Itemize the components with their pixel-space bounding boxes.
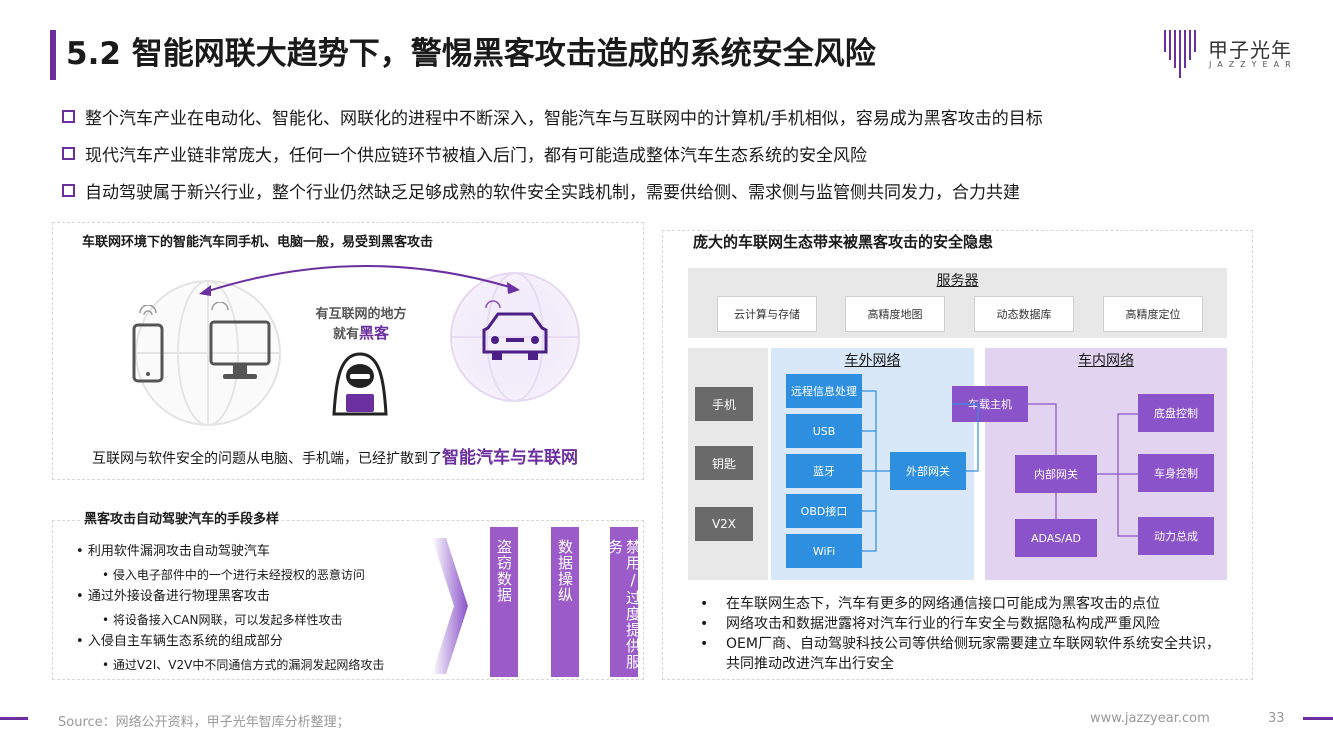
attack-outcome-column: 禁用/过度提供服务 (606, 527, 642, 677)
square-bullet-icon (62, 110, 75, 123)
external-gateway-node: 外部网关 (890, 452, 966, 490)
caption-text: 互联网与软件安全的问题从电脑、手机端，已经扩散到了 (92, 451, 442, 467)
bullet-item: 自动驾驶属于新兴行业，整个行业仍然缺乏足够成熟的软件安全实践机制，需要供给侧、需… (62, 172, 1043, 209)
bullet-text: 自动驾驶属于新兴行业，整个行业仍然缺乏足够成熟的软件安全实践机制，需要供给侧、需… (85, 183, 1020, 203)
external-interface-node: OBD接口 (786, 494, 862, 528)
item-main: 入侵自主车辆生态系统的组成部分 (87, 634, 283, 649)
website-url[interactable]: www.jazzyear.com (1090, 711, 1210, 726)
external-network-label: 车外网络 (844, 353, 901, 369)
server-item: 云计算与存储 (717, 296, 817, 332)
note-item: • 网络攻击和数据泄露将对汽车行业的行车安全与数据隐私构成严重风险 (700, 614, 1220, 634)
adas-node: ADAS/AD (1015, 519, 1097, 557)
server-item: 高精度地图 (845, 296, 945, 332)
server-item: 高精度定位 (1103, 296, 1203, 332)
globe-grid-icon (451, 272, 579, 402)
internal-gateway-node: 内部网关 (1015, 455, 1097, 493)
list-item: • 利用软件漏洞攻击自动驾驶汽车 (76, 544, 270, 559)
slogan-prefix: 就有 (332, 327, 359, 342)
item-main: 利用软件漏洞攻击自动驾驶汽车 (87, 544, 270, 559)
bullet-item: 现代汽车产业链非常庞大，任何一个供应链环节被植入后门，都有可能造成整体汽车生态系… (62, 135, 1043, 172)
attack-outcome-column: 数据操纵 (551, 527, 579, 677)
square-bullet-icon (62, 147, 75, 160)
bullet-dot: • (700, 636, 709, 652)
desktop-computer-icon (209, 302, 271, 379)
control-node: 动力总成 (1138, 517, 1214, 555)
external-interface-node: 蓝牙 (786, 454, 862, 488)
hacker-icon (332, 352, 388, 416)
external-interface-node: WiFi (786, 534, 862, 568)
caption-highlight: 智能汽车与车联网 (442, 448, 578, 468)
list-item: • 通过外接设备进行物理黑客攻击 (76, 589, 270, 604)
panel-title: 黑客攻击自动驾驶汽车的手段多样 (82, 508, 282, 527)
square-bullet-icon (62, 184, 75, 197)
footer-accent-right (1303, 717, 1333, 720)
car-icon (482, 300, 548, 360)
note-item: • OEM厂商、自动驾驶科技公司等供给侧玩家需要建立车联网软件系统安全共识，共同推… (700, 634, 1220, 674)
control-node: 底盘控制 (1138, 394, 1214, 432)
page-number: 33 (1268, 711, 1285, 726)
item-main: 通过外接设备进行物理黑客攻击 (87, 589, 270, 604)
list-subitem: • 将设备接入CAN网联，可以发起多样性攻击 (102, 612, 343, 627)
device-node: 手机 (695, 387, 753, 421)
server-item: 动态数据库 (974, 296, 1074, 332)
item-sub: 侵入电子部件中的一个进行未经授权的恶意访问 (112, 567, 365, 582)
server-label: 服务器 (936, 273, 979, 289)
item-sub: 将设备接入CAN网联，可以发起多样性攻击 (112, 612, 343, 627)
logo-subtitle: JAZZYEAR (1209, 60, 1297, 69)
page-title: 5.2 智能网联大趋势下，警惕黑客攻击造成的系统安全风险 (66, 36, 876, 72)
arc-arrow-icon (199, 265, 520, 296)
note-text: 在车联网生态下，汽车有更多的网络通信接口可能成为黑客攻击的点位 (726, 596, 1160, 612)
list-subitem: • 侵入电子部件中的一个进行未经授权的恶意访问 (102, 567, 365, 582)
slogan-highlight: 黑客 (359, 324, 390, 342)
external-interface-node: 远程信息处理 (786, 374, 862, 408)
globe-grid-icon (136, 280, 280, 426)
note-item: • 在车联网生态下，汽车有更多的网络通信接口可能成为黑客攻击的点位 (700, 594, 1220, 614)
list-subitem: • 通过V2I、V2V中不同通信方式的漏洞发起网络攻击 (102, 657, 385, 672)
network-connector-lines (862, 390, 1138, 552)
slogan-line-1: 有互联网的地方 (315, 307, 407, 322)
panel-ecosystem (662, 230, 1253, 680)
attack-method-list: • 利用软件漏洞攻击自动驾驶汽车 • 侵入电子部件中的一个进行未经授权的恶意访问… (76, 541, 384, 676)
hacker-slogan: 有互联网的地方 就有黑客 (306, 306, 416, 344)
device-node: V2X (695, 507, 753, 541)
bullet-text: 整个汽车产业在电动化、智能化、网联化的进程中不断深入，智能汽车与互联网中的计算机… (85, 109, 1043, 129)
note-text: OEM厂商、自动驾驶科技公司等供给侧玩家需要建立车联网软件系统安全共识，共同推动… (726, 636, 1220, 672)
external-interface-node: USB (786, 414, 862, 448)
slogan-line-2: 就有黑客 (306, 324, 416, 344)
item-sub: 通过V2I、V2V中不同通信方式的漏洞发起网络攻击 (112, 657, 385, 672)
bullet-text: 现代汽车产业链非常庞大，任何一个供应链环节被植入后门，都有可能造成整体汽车生态系… (85, 146, 867, 166)
title-accent-bar (50, 30, 56, 80)
bullet-dot: • (700, 596, 709, 612)
bullet-item: 整个汽车产业在电动化、智能化、网联化的进程中不断深入，智能汽车与互联网中的计算机… (62, 98, 1043, 135)
logo-name: 甲子光年 (1208, 38, 1292, 62)
logo-bars-icon (1164, 30, 1196, 78)
internal-network-label: 车内网络 (1078, 353, 1134, 369)
panel-caption: 互联网与软件安全的问题从电脑、手机端，已经扩散到了智能汽车与车联网 (92, 443, 578, 468)
note-text: 网络攻击和数据泄露将对汽车行业的行车安全与数据隐私构成严重风险 (726, 616, 1160, 632)
panel-title: 车联网环境下的智能汽车同手机、电脑一般，易受到黑客攻击 (82, 235, 434, 250)
key-points: 整个汽车产业在电动化、智能化、网联化的进程中不断深入，智能汽车与互联网中的计算机… (62, 98, 1043, 209)
footer-accent-left (0, 717, 28, 720)
chevron-right-icon (432, 538, 468, 674)
ecosystem-notes: • 在车联网生态下，汽车有更多的网络通信接口可能成为黑客攻击的点位 • 网络攻击和数… (700, 594, 1220, 674)
source-note: Source：网络公开资料，甲子光年智库分析整理； (58, 715, 350, 730)
smartphone-icon (132, 305, 164, 383)
control-node: 车身控制 (1138, 454, 1214, 492)
bullet-dot: • (700, 616, 709, 632)
panel-attack-methods (52, 520, 644, 680)
brand-logo: 甲子光年 JAZZYEAR (1163, 28, 1323, 82)
attack-outcome-column: 盗窃数据 (490, 527, 518, 677)
device-node: 钥匙 (695, 446, 753, 480)
list-item: • 入侵自主车辆生态系统的组成部分 (76, 634, 283, 649)
panel-hacker-risk (52, 222, 644, 480)
panel-title: 庞大的车联网生态带来被黑客攻击的安全隐患 (693, 233, 994, 251)
